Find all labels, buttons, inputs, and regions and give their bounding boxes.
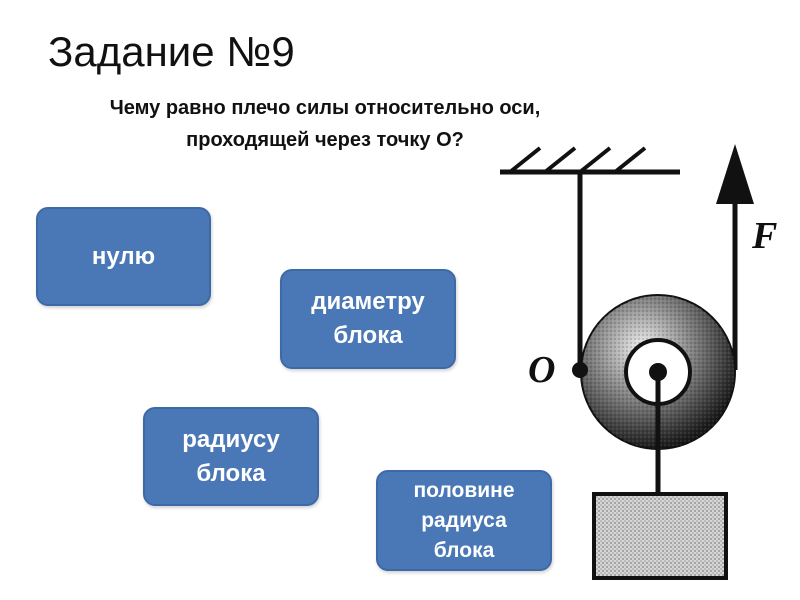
answer-button-half-radius[interactable]: половине радиуса блока (376, 470, 552, 571)
slide-title: Задание №9 (48, 28, 295, 75)
load-block (592, 492, 728, 580)
pulley-diagram (490, 130, 800, 600)
point-o-label: O (528, 349, 556, 391)
question-text: Чему равно плечо силы относительно оси, … (109, 97, 541, 151)
force-arrow (716, 144, 754, 370)
point-o-marker (572, 362, 588, 378)
answer-button-radius[interactable]: радиусу блока (143, 407, 319, 506)
ceiling-support (500, 146, 680, 175)
answer-button-diameter[interactable]: диаметру блока (280, 269, 456, 369)
answer-button-zero[interactable]: нулю (36, 207, 211, 306)
pulley-drawing (500, 144, 754, 580)
force-label: F (752, 215, 778, 257)
